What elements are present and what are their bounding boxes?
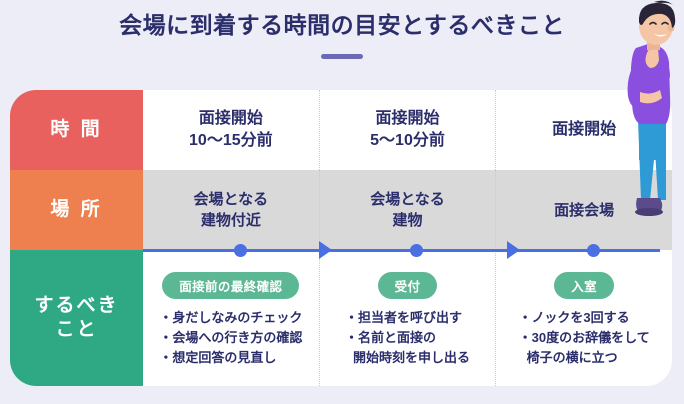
cell-todo-col2: 受付 ・担当者を呼び出す ・名前と面接の 開始時刻を申し出る — [318, 250, 496, 386]
cell-time-col3-line1: 面接開始 — [552, 120, 617, 138]
list-item: ・想定回答の見直し — [159, 350, 277, 366]
cell-place-col1: 会場となる 建物付近 — [143, 170, 319, 250]
page-title: 会場に到着する時間の目安とするべきこと — [119, 12, 565, 38]
cell-place-col3: 面接会場 — [495, 170, 672, 250]
list-item: ・会場への行き方の確認 — [159, 329, 303, 345]
table-row-place: 場 所 会場となる 建物付近 会場となる 建物 面接会場 — [10, 170, 672, 259]
cell-place-col2-line1: 会場となる — [370, 191, 445, 208]
row-cells-place: 会場となる 建物付近 会場となる 建物 面接会場 — [143, 170, 672, 250]
todo-group-3: 入室 ・ノックを3回する ・30度のお辞儀をして 椅子の横に立つ — [519, 268, 650, 368]
todo-group-1: 面接前の最終確認 ・身だしなみのチェック ・会場への行き方の確認 ・想定回答の見… — [159, 268, 302, 368]
cell-place-col3-line1: 面接会場 — [554, 201, 615, 219]
row-label-todo-line1: するべき — [34, 295, 119, 317]
list-item: ・担当者を呼び出す — [345, 309, 463, 325]
row-label-todo: するべき こと — [10, 250, 143, 386]
table-row-time: 時 間 面接開始 10〜15分前 面接開始 5〜10分前 面接開始 — [10, 90, 672, 170]
row-cells-time: 面接開始 10〜15分前 面接開始 5〜10分前 面接開始 — [143, 90, 672, 170]
bullet-list-col1: ・身だしなみのチェック ・会場への行き方の確認 ・想定回答の見直し — [159, 308, 302, 368]
cell-place-col2: 会場となる 建物 — [318, 170, 496, 250]
cell-place-col2-line2: 建物 — [392, 212, 423, 229]
list-item: ・名前と面接の — [345, 329, 437, 345]
cell-todo-col3: 入室 ・ノックを3回する ・30度のお辞儀をして 椅子の横に立つ — [495, 250, 672, 386]
cell-place-col1-line1: 会場となる — [193, 191, 269, 208]
cell-time-col2-line2: 5〜10分前 — [370, 132, 445, 149]
cell-place-col1-line2: 建物付近 — [200, 212, 261, 229]
cell-time-col2-line1: 面接開始 — [375, 109, 440, 127]
title-underline-rule — [321, 53, 363, 59]
right-arm-shape — [654, 56, 670, 86]
cell-time-col1: 面接開始 10〜15分前 — [143, 90, 319, 170]
row-label-time: 時 間 — [10, 90, 143, 170]
todo-group-2: 受付 ・担当者を呼び出す ・名前と面接の 開始時刻を申し出る — [345, 268, 470, 368]
list-item: ・30度のお辞儀をして — [518, 329, 650, 345]
row-label-place: 場 所 — [10, 170, 143, 250]
table-row-todo: するべき こと 面接前の最終確認 ・身だしなみのチェック ・会場への行き方の確認… — [10, 250, 672, 386]
badge-todo-col1: 面接前の最終確認 — [162, 271, 300, 299]
cell-time-col3: 面接開始 — [495, 90, 672, 170]
badge-todo-col3: 入室 — [554, 271, 615, 299]
cell-time-col2: 面接開始 5〜10分前 — [318, 90, 496, 170]
timeline-table: 時 間 面接開始 10〜15分前 面接開始 5〜10分前 面接開始 場 所 会場… — [10, 90, 672, 386]
row-cells-todo: 面接前の最終確認 ・身だしなみのチェック ・会場への行き方の確認 ・想定回答の見… — [143, 250, 672, 386]
cell-time-col1-line2: 10〜15分前 — [189, 132, 273, 149]
cell-time-col1-line1: 面接開始 — [198, 109, 263, 127]
list-item: ・ノックを3回する — [518, 309, 630, 325]
list-item-continuation: 開始時刻を申し出る — [353, 350, 471, 366]
list-item: ・身だしなみのチェック — [159, 309, 303, 325]
bullet-list-col3: ・ノックを3回する ・30度のお辞儀をして 椅子の横に立つ — [519, 308, 650, 368]
badge-todo-col2: 受付 — [377, 271, 438, 299]
page-header: 会場に到着する時間の目安とするべきこと — [0, 12, 684, 59]
hair-tuft-shape — [654, 0, 674, 7]
list-item-continuation: 椅子の横に立つ — [526, 350, 618, 366]
bullet-list-col2: ・担当者を呼び出す ・名前と面接の 開始時刻を申し出る — [345, 308, 470, 368]
row-label-todo-line2: こと — [55, 319, 98, 340]
cell-todo-col1: 面接前の最終確認 ・身だしなみのチェック ・会場への行き方の確認 ・想定回答の見… — [143, 250, 319, 386]
